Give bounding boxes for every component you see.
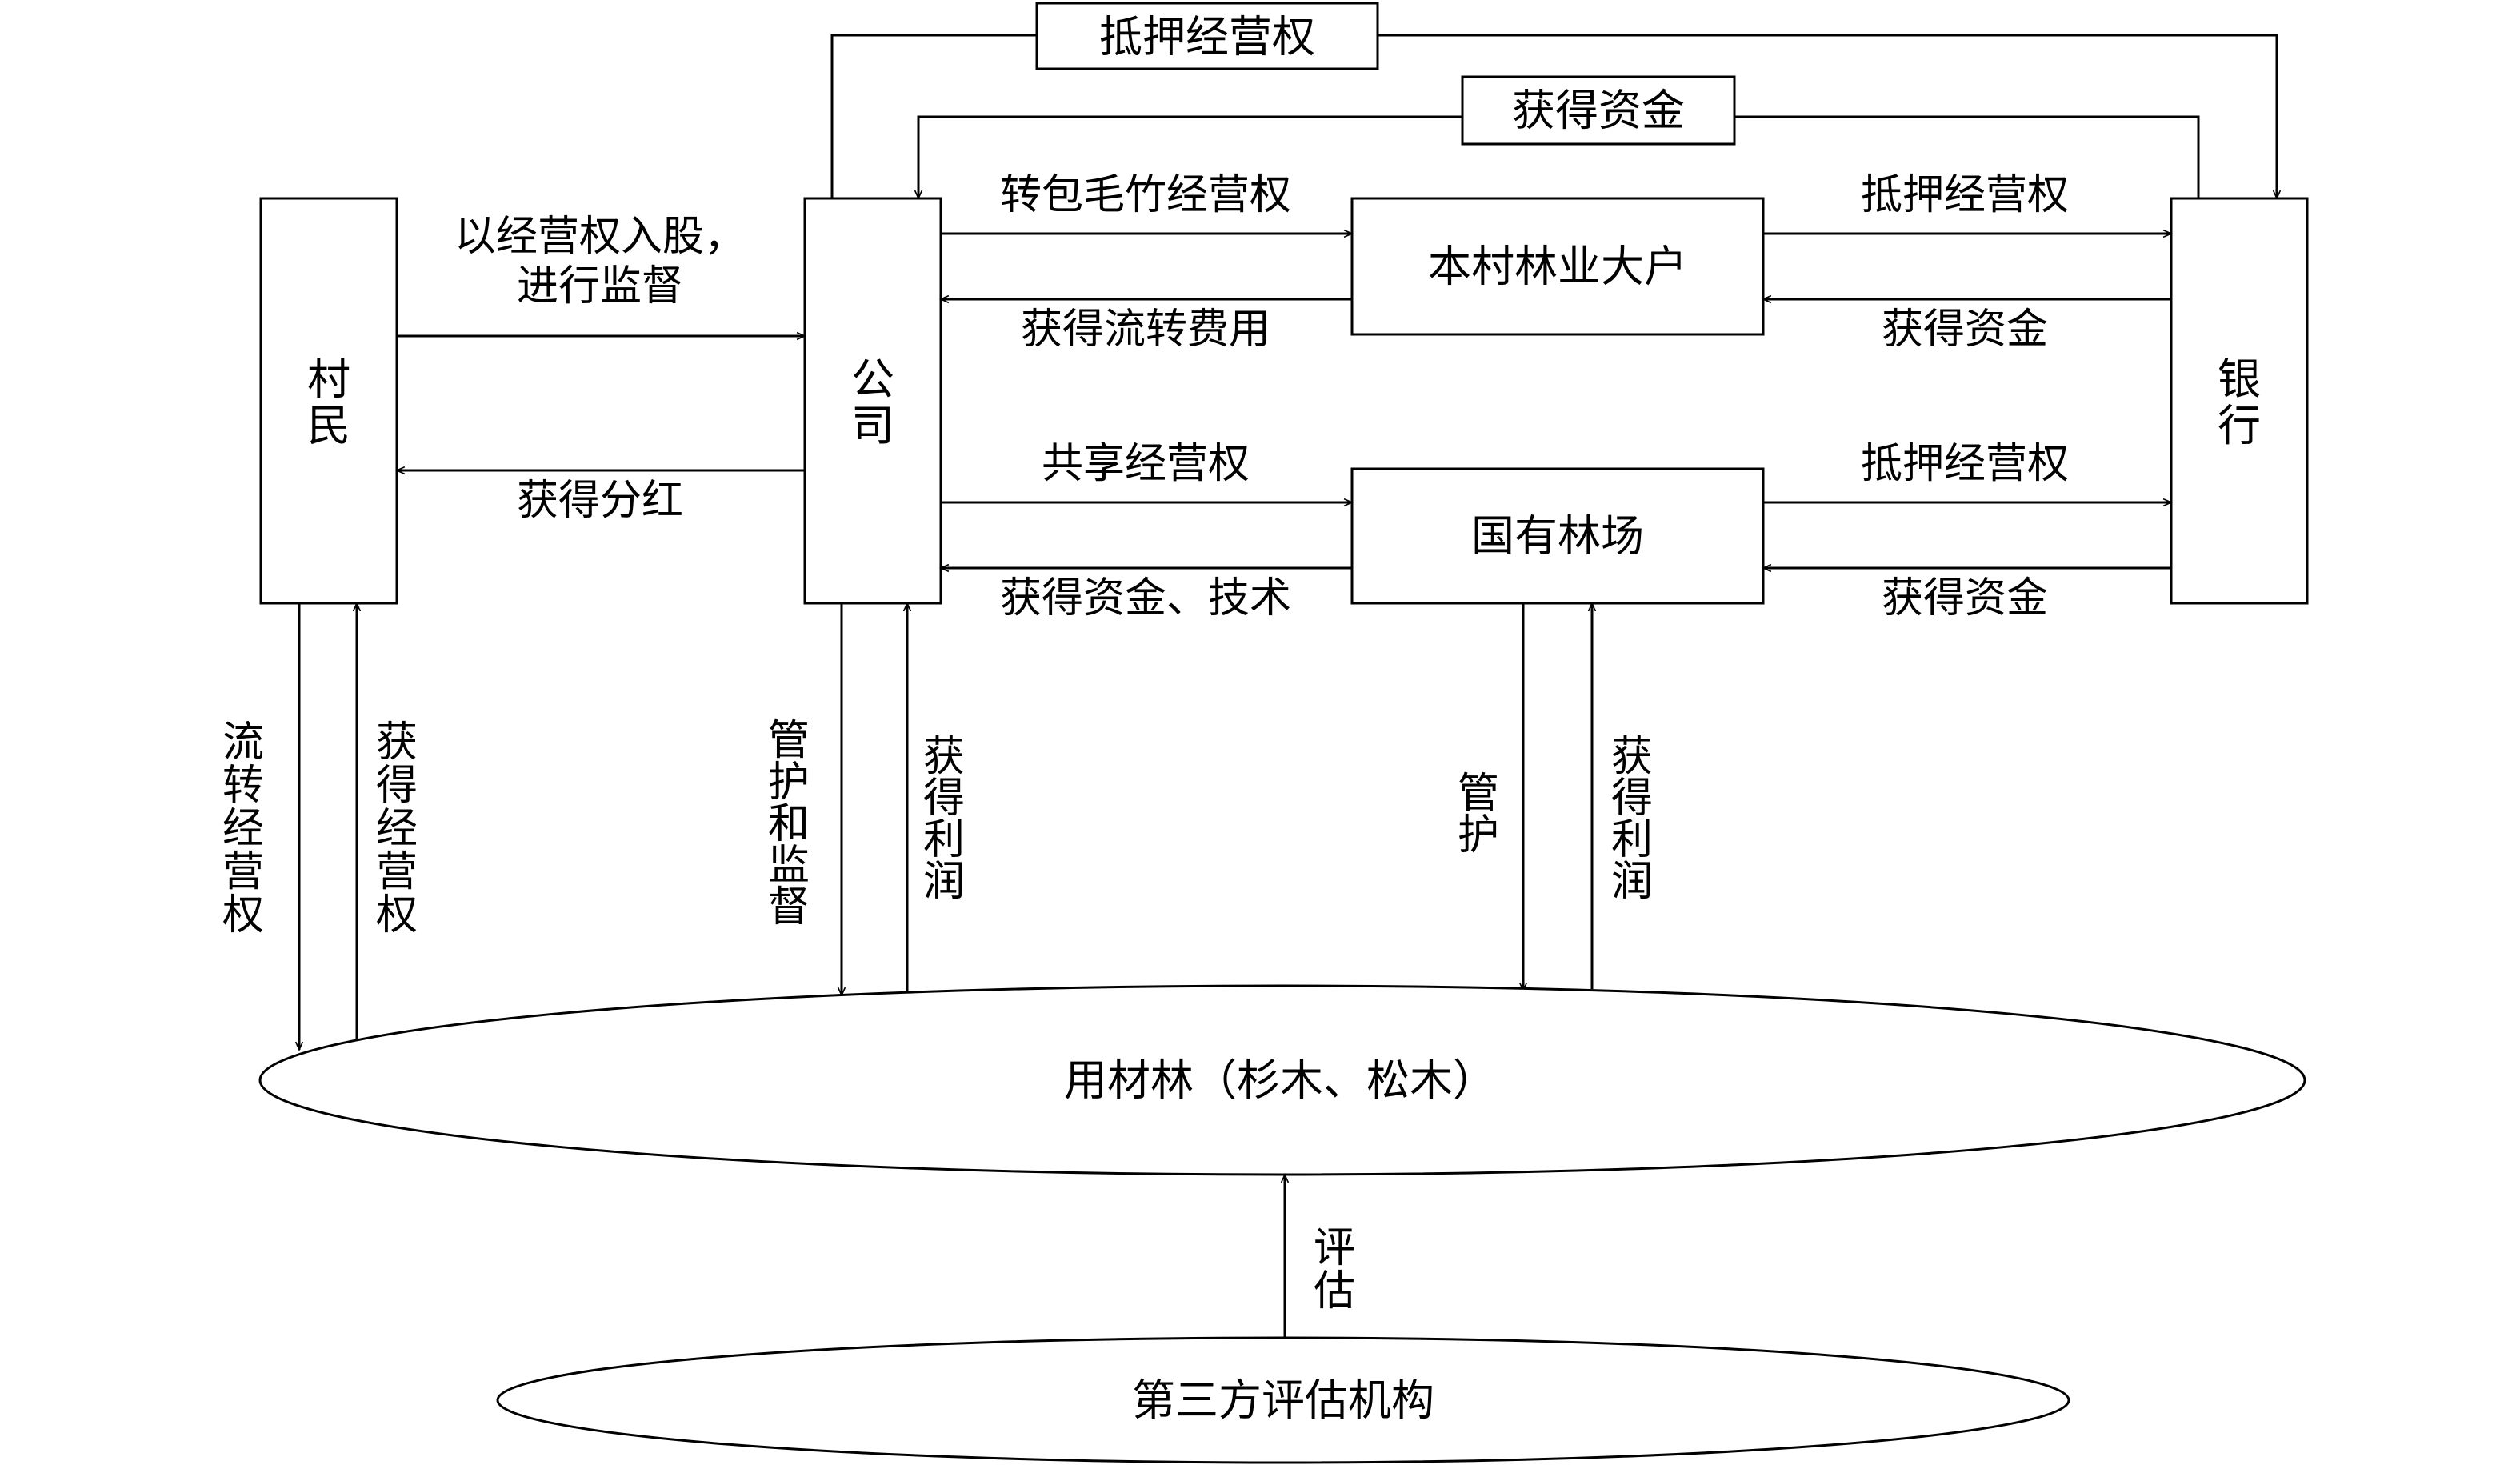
label-forest-to-villagers-5: 权 bbox=[376, 891, 418, 939]
edge-third-party-to-forest: 评 估 bbox=[1280, 1172, 1355, 1338]
edge-farm-to-forest: 管 护 bbox=[1458, 603, 1528, 993]
timber-forest-label: 用材林（杉木、松木） bbox=[1064, 1055, 1496, 1106]
label-company-to-forest-1: 管 bbox=[768, 717, 810, 765]
label-farm-to-company: 获得资金、技术 bbox=[1000, 574, 1291, 622]
label-forest-to-villagers-3: 经 bbox=[376, 805, 418, 853]
label-villagers-to-company-line1: 以经营权入股， bbox=[454, 213, 746, 261]
label-forest-to-farm-1: 获 bbox=[1611, 733, 1653, 781]
label-forest-to-company-4: 润 bbox=[923, 858, 965, 906]
edge-bank-to-farm: 获得资金 bbox=[1761, 563, 2171, 622]
label-third-party-to-forest-1: 评 bbox=[1314, 1224, 1355, 1272]
label-forest-to-villagers-2: 得 bbox=[376, 762, 418, 810]
label-company-bank-mortgage-top: 抵押经营权 bbox=[1099, 12, 1315, 62]
label-company-to-forest-5: 督 bbox=[768, 883, 810, 931]
label-company-to-household: 转包毛竹经营权 bbox=[1000, 171, 1291, 219]
edge-farm-to-bank: 抵押经营权 bbox=[1763, 440, 2174, 507]
node-forestry-household: 本村林业大户 bbox=[1350, 197, 1765, 336]
label-villagers-to-company-line2: 进行监督 bbox=[517, 262, 683, 310]
label-bank-company-funds-top: 获得资金 bbox=[1512, 86, 1685, 136]
label-villagers-to-forest-1: 流 bbox=[222, 718, 264, 767]
node-villagers: 村 民 bbox=[259, 197, 398, 605]
edge-forest-to-farm: 获 得 利 润 bbox=[1587, 601, 1653, 989]
label-forest-to-villagers-1: 获 bbox=[376, 718, 418, 767]
label-household-to-company: 获得流转费用 bbox=[1021, 306, 1270, 354]
state-forest-farm-label: 国有林场 bbox=[1471, 511, 1644, 562]
node-company: 公 司 bbox=[803, 197, 942, 605]
forestry-household-label: 本村林业大户 bbox=[1428, 242, 1687, 292]
edge-bank-to-household: 获得资金 bbox=[1761, 294, 2171, 354]
label-company-to-forest-4: 监 bbox=[768, 842, 810, 890]
node-state-forest-farm: 国有林场 bbox=[1350, 467, 1765, 605]
edge-farm-to-company: 获得资金、技术 bbox=[938, 563, 1352, 622]
bank-char-1: 银 bbox=[2218, 354, 2261, 405]
edge-company-to-farm: 共享经营权 bbox=[941, 440, 1354, 507]
label-household-to-bank: 抵押经营权 bbox=[1861, 171, 2069, 219]
company-char-2: 司 bbox=[851, 401, 894, 451]
label-company-to-villagers: 获得分红 bbox=[517, 477, 683, 525]
label-villagers-to-forest-2: 转 bbox=[222, 762, 264, 810]
label-forest-to-farm-4: 润 bbox=[1611, 858, 1653, 906]
edge-company-to-forest: 管 护 和 监 督 bbox=[768, 603, 846, 998]
edge-bank-company-funds-top: 获得资金 bbox=[914, 75, 2200, 201]
label-villagers-to-forest-5: 权 bbox=[222, 891, 264, 939]
label-villagers-to-forest-3: 经 bbox=[222, 805, 264, 853]
label-forest-to-farm-3: 利 bbox=[1611, 816, 1653, 864]
node-timber-forest: 用材林（杉木、松木） bbox=[258, 984, 2306, 1176]
label-company-to-forest-2: 护 bbox=[768, 759, 810, 807]
label-forest-to-farm-2: 得 bbox=[1611, 775, 1653, 823]
edge-household-to-company: 获得流转费用 bbox=[938, 294, 1352, 354]
label-farm-to-bank: 抵押经营权 bbox=[1861, 440, 2069, 488]
edge-company-bank-mortgage-top: 抵押经营权 bbox=[830, 2, 2282, 201]
label-company-to-forest-3: 和 bbox=[768, 800, 810, 848]
label-farm-to-forest-1: 管 bbox=[1458, 770, 1499, 818]
edge-company-to-villagers: 获得分红 bbox=[394, 466, 805, 525]
label-company-to-farm: 共享经营权 bbox=[1042, 440, 1250, 488]
edge-villagers-to-company: 以经营权入股， 进行监督 bbox=[397, 213, 807, 341]
edge-villagers-to-forest: 流 转 经 营 权 bbox=[222, 603, 304, 1052]
label-villagers-to-forest-4: 营 bbox=[222, 848, 264, 896]
third-party-label: 第三方评估机构 bbox=[1132, 1375, 1434, 1426]
label-forest-to-company-1: 获 bbox=[923, 733, 965, 781]
label-bank-to-farm: 获得资金 bbox=[1882, 574, 2048, 622]
node-third-party: 第三方评估机构 bbox=[496, 1336, 2070, 1464]
edge-forest-to-company: 获 得 利 润 bbox=[902, 601, 965, 995]
villagers-char-1: 村 bbox=[307, 354, 350, 405]
company-char-1: 公 bbox=[851, 354, 894, 405]
edge-forest-to-villagers: 获 得 经 营 权 bbox=[352, 601, 418, 1040]
bank-char-2: 行 bbox=[2218, 401, 2261, 451]
edge-company-to-household: 转包毛竹经营权 bbox=[941, 171, 1354, 238]
edge-household-to-bank: 抵押经营权 bbox=[1763, 171, 2174, 238]
label-third-party-to-forest-2: 估 bbox=[1314, 1267, 1355, 1315]
node-bank: 银 行 bbox=[2170, 197, 2309, 605]
label-forest-to-company-3: 利 bbox=[923, 816, 965, 864]
label-farm-to-forest-2: 护 bbox=[1458, 811, 1499, 859]
villagers-char-2: 民 bbox=[307, 401, 350, 451]
label-forest-to-villagers-4: 营 bbox=[376, 848, 418, 896]
label-bank-to-household: 获得资金 bbox=[1882, 306, 2048, 354]
label-forest-to-company-2: 得 bbox=[923, 775, 965, 823]
